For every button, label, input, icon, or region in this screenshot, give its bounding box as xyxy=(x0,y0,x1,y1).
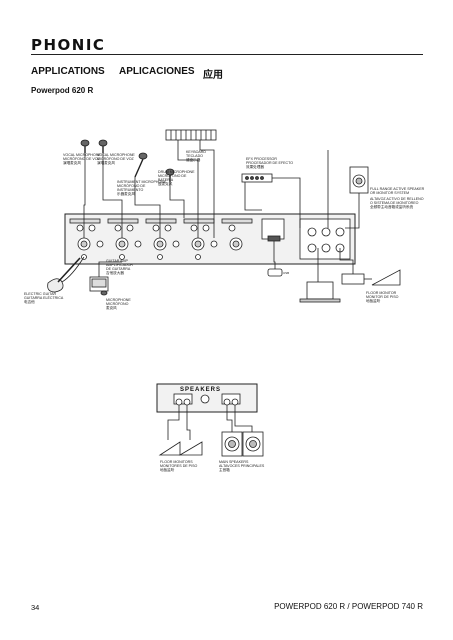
keyboard-icon xyxy=(165,129,217,141)
svg-text:MONITORES DE PISO: MONITORES DE PISO xyxy=(160,464,197,468)
floor-monitor-2-icon xyxy=(178,441,203,456)
guitar-amp-icon xyxy=(89,276,109,292)
svg-text:AMPLIFICADOR: AMPLIFICADOR xyxy=(106,263,133,267)
usb-device-icon xyxy=(267,268,283,277)
label-instrument-mic: INSTRUMENT MICROPHONE MICRÓFONO DE INSTR… xyxy=(117,180,167,196)
active-speaker-icon xyxy=(349,166,369,194)
svg-text:麦克风: 麦克风 xyxy=(106,305,117,310)
footer-product-title: POWERPOD 620 R / POWERPOD 740 R xyxy=(274,602,423,611)
amp-mic-icon xyxy=(100,290,108,296)
main-speaker-2-icon xyxy=(242,431,264,457)
label-guitar-amp: GUITAR AMP AMPLIFICADOR DE GUITARRA 吉他放大… xyxy=(106,259,133,275)
label-usb: USB xyxy=(283,271,289,275)
svg-text:演唱麦克风: 演唱麦克风 xyxy=(97,160,115,165)
svg-text:MICRÓFONO DE VOZ: MICRÓFONO DE VOZ xyxy=(63,156,101,161)
fx-processor-icon xyxy=(241,173,273,183)
label-amp-mic: MICROPHONE MICRÓFONO 麦克风 xyxy=(106,298,131,310)
vocal-mic-1-icon xyxy=(80,139,90,153)
svg-text:ELECTRIC GUITAR: ELECTRIC GUITAR xyxy=(24,292,56,296)
label-electric-guitar: ELECTRIC GUITAR GUITARRA ELÉCTRICA 电吉他 xyxy=(24,292,64,304)
power-amp-icon xyxy=(341,273,365,285)
svg-text:效果处理器: 效果处理器 xyxy=(246,164,264,169)
phonic-logo: PHONIC xyxy=(31,36,106,54)
label-drum-mic: DRUM MICROPHONE MICRÓFONO DE BATERÍA 鼓麦克… xyxy=(158,170,195,186)
svg-text:乐器麦克风: 乐器麦克风 xyxy=(117,191,135,196)
svg-text:INSTRUMENTO: INSTRUMENTO xyxy=(117,188,143,192)
label-active-speaker: FULL RANGE ACTIVE SPEAKER OR MONITOR SYS… xyxy=(370,187,425,209)
svg-text:MICROPHONE: MICROPHONE xyxy=(106,298,131,302)
svg-text:鼓麦克风: 鼓麦克风 xyxy=(158,181,173,186)
laptop-icon xyxy=(299,281,341,303)
svg-text:GUITAR AMP: GUITAR AMP xyxy=(106,259,128,263)
svg-text:GUITARRA ELÉCTRICA: GUITARRA ELÉCTRICA xyxy=(24,295,64,300)
svg-text:地板监听: 地板监听 xyxy=(160,467,175,472)
svg-text:FLOOR MONITORS: FLOOR MONITORS xyxy=(160,460,193,464)
svg-text:键盘乐器: 键盘乐器 xyxy=(186,157,201,162)
header-rule xyxy=(31,54,423,55)
instrument-mic-icon xyxy=(134,152,148,178)
svg-text:INSTRUMENT MICROPHONE: INSTRUMENT MICROPHONE xyxy=(117,180,167,184)
label-main-speakers: MAIN SPEAKERS ALTAVOCES PRINCIPALES 主音箱 xyxy=(219,460,265,472)
svg-text:VOCAL MICROPHONE: VOCAL MICROPHONE xyxy=(97,153,135,157)
page-number: 34 xyxy=(31,603,40,612)
model-subheading: Powerpod 620 R xyxy=(31,86,94,95)
svg-text:吉他放大器: 吉他放大器 xyxy=(106,270,124,275)
electric-guitar-icon xyxy=(47,257,81,293)
svg-text:TECLADO: TECLADO xyxy=(186,154,203,158)
svg-text:PROCESADOR DE EFECTO: PROCESADOR DE EFECTO xyxy=(246,161,293,165)
label-vocal-mic-1: VOCAL MICROPHONE MICRÓFONO DE VOZ 演唱麦克风 xyxy=(63,153,101,165)
svg-text:OR MONITOR SYSTEM: OR MONITOR SYSTEM xyxy=(370,191,409,195)
svg-text:地板监听: 地板监听 xyxy=(366,298,381,303)
svg-text:MICRÓFONO: MICRÓFONO xyxy=(106,301,129,306)
svg-text:FLOOR MONITOR: FLOOR MONITOR xyxy=(366,291,397,295)
main-speaker-1-icon xyxy=(221,431,243,457)
drum-mic-icon xyxy=(165,168,175,182)
label-floor-monitor: FLOOR MONITOR MONITOR DE PISO 地板监听 xyxy=(366,291,399,303)
floor-monitor-right-icon xyxy=(371,269,401,286)
label-keyboard: KEYBOARD TECLADO 键盘乐器 xyxy=(186,150,206,162)
svg-text:MAIN SPEAKERS: MAIN SPEAKERS xyxy=(219,460,249,464)
svg-text:全频带主动音箱或监听系统: 全频带主动音箱或监听系统 xyxy=(370,204,414,209)
label-floor-monitors: FLOOR MONITORS MONITORES DE PISO 地板监听 xyxy=(160,460,197,472)
svg-text:MONITOR DE PISO: MONITOR DE PISO xyxy=(366,295,399,299)
svg-text:ALTAVOZ ACTIVO DE RELLENO: ALTAVOZ ACTIVO DE RELLENO xyxy=(370,197,424,201)
floor-monitor-1-icon xyxy=(158,441,181,456)
svg-text:DE GUITARRA: DE GUITARRA xyxy=(106,267,131,271)
heading-applications: APPLICATIONS xyxy=(31,66,105,77)
svg-text:VOCAL MICROPHONE: VOCAL MICROPHONE xyxy=(63,153,101,157)
label-fx-processor: EFX PROCESSOR PROCESADOR DE EFECTO 效果处理器 xyxy=(246,157,293,169)
label-vocal-mic-2: VOCAL MICROPHONE MICRÓFONO DE VOZ 演唱麦克风 xyxy=(97,153,135,165)
svg-text:O SISTEMA DE MONITOREO: O SISTEMA DE MONITOREO xyxy=(370,201,419,205)
svg-text:电吉他: 电吉他 xyxy=(24,299,35,304)
svg-text:主音箱: 主音箱 xyxy=(219,467,230,472)
svg-text:KEYBOARD: KEYBOARD xyxy=(186,150,206,154)
vocal-mic-2-icon xyxy=(98,139,108,153)
svg-text:BATERÍA: BATERÍA xyxy=(158,178,174,182)
svg-text:MICRÓFONO DE: MICRÓFONO DE xyxy=(117,183,146,188)
heading-chinese: 应用 xyxy=(203,70,223,81)
svg-text:演唱麦克风: 演唱麦克风 xyxy=(63,160,81,165)
svg-text:EFX PROCESSOR: EFX PROCESSOR xyxy=(246,157,277,161)
svg-text:FULL RANGE ACTIVE SPEAKER: FULL RANGE ACTIVE SPEAKER xyxy=(370,187,425,191)
heading-aplicaciones: APLICACIONES xyxy=(119,66,195,77)
mixer-channels xyxy=(69,218,351,260)
svg-text:DRUM MICROPHONE: DRUM MICROPHONE xyxy=(158,170,195,174)
speakers-panel-title: SPEAKERS xyxy=(180,387,221,393)
svg-text:MICRÓFONO DE: MICRÓFONO DE xyxy=(158,173,187,178)
svg-text:ALTAVOCES PRINCIPALES: ALTAVOCES PRINCIPALES xyxy=(219,464,265,468)
svg-text:MICRÓFONO DE VOZ: MICRÓFONO DE VOZ xyxy=(97,156,135,161)
